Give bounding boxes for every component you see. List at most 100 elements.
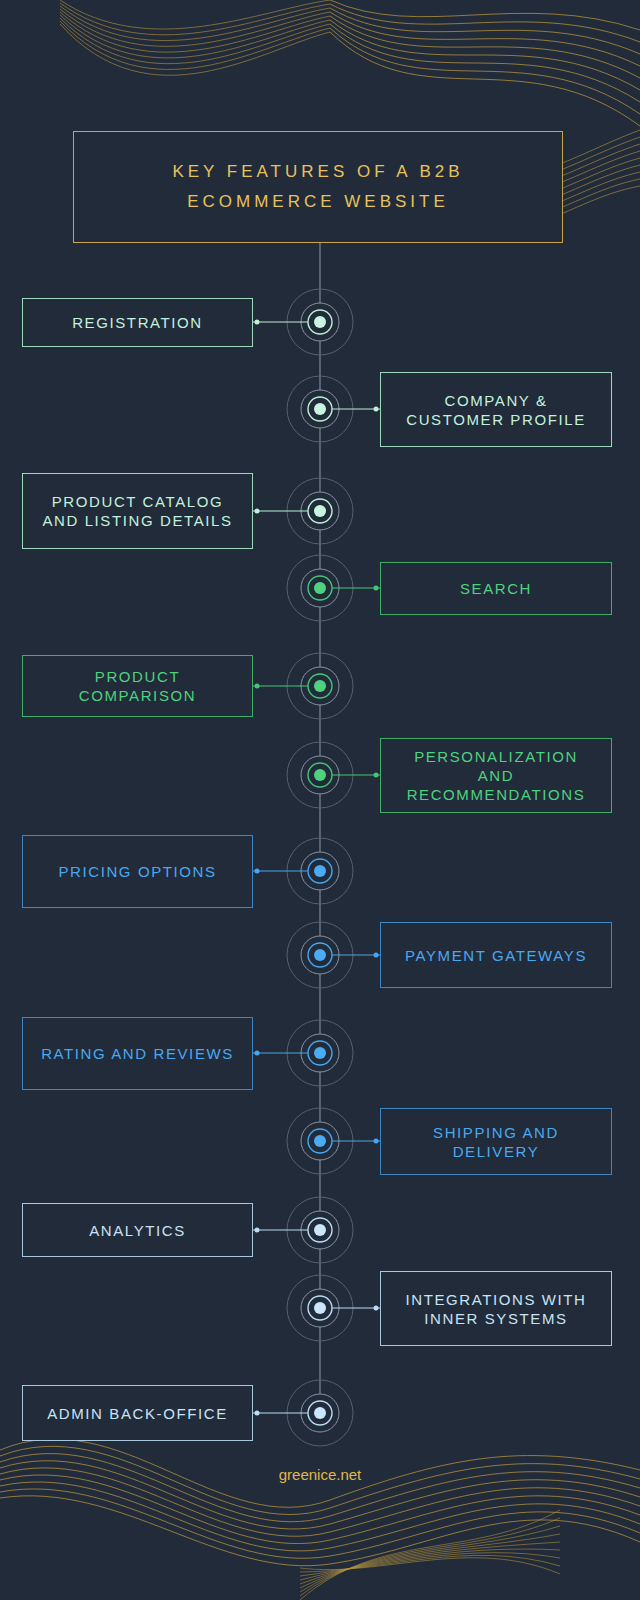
- leader-line: [332, 1141, 380, 1142]
- feature-box: COMPANY & CUSTOMER PROFILE: [380, 372, 612, 447]
- marker-dot: [314, 949, 326, 961]
- feature-box: PRODUCT CATALOG AND LISTING DETAILS: [22, 473, 253, 549]
- leader-dot: [255, 1411, 260, 1416]
- leader-dot: [255, 320, 260, 325]
- leader-dot: [374, 407, 379, 412]
- wave-line: [300, 1549, 560, 1580]
- feature-label: REGISTRATION: [72, 313, 203, 332]
- leader-dot: [374, 953, 379, 958]
- feature-label: PERSONALIZATION AND RECOMMENDATIONS: [398, 747, 594, 804]
- marker-dot: [314, 582, 326, 594]
- feature-box: PAYMENT GATEWAYS: [380, 922, 612, 988]
- leader-dot: [255, 1228, 260, 1233]
- feature-label: RATING AND REVIEWS: [41, 1044, 234, 1063]
- wave-line: [300, 1558, 560, 1574]
- title-box: KEY FEATURES OF A B2B ECOMMERCE WEBSITE: [73, 131, 563, 243]
- wave-line: [300, 1526, 560, 1592]
- marker-dot: [314, 680, 326, 692]
- wave-line: [0, 1489, 640, 1558]
- feature-box: RATING AND REVIEWS: [22, 1017, 253, 1090]
- marker-dot: [314, 1224, 326, 1236]
- wave-line: [0, 1482, 640, 1551]
- leader-line: [253, 1053, 308, 1054]
- leader-line: [253, 511, 308, 512]
- marker-dot: [314, 1135, 326, 1147]
- leader-dot: [374, 773, 379, 778]
- feature-box: SEARCH: [380, 562, 612, 615]
- inner-ring: [308, 397, 332, 421]
- feature-box: INTEGRATIONS WITH INNER SYSTEMS: [380, 1271, 612, 1346]
- feature-box: SHIPPING AND DELIVERY: [380, 1108, 612, 1175]
- feature-label: ADMIN BACK-OFFICE: [47, 1404, 228, 1423]
- wave-line: [330, 4, 640, 42]
- feature-box: PRICING OPTIONS: [22, 835, 253, 908]
- leader-line: [253, 322, 308, 323]
- wave-line: [300, 1534, 560, 1588]
- leader-line: [332, 588, 380, 589]
- feature-box: ANALYTICS: [22, 1203, 253, 1257]
- leader-dot: [255, 509, 260, 514]
- leader-dot: [374, 586, 379, 591]
- feature-label: PRODUCT COMPARISON: [40, 667, 236, 705]
- leader-dot: [374, 1139, 379, 1144]
- marker-dot: [314, 769, 326, 781]
- inner-ring: [308, 763, 332, 787]
- wave-line: [330, 32, 640, 126]
- inner-ring: [308, 1129, 332, 1153]
- leader-line: [332, 775, 380, 776]
- footer-watermark: greenice.net: [220, 1466, 420, 1483]
- leader-line: [253, 871, 308, 872]
- wave-line: [60, 24, 330, 75]
- feature-label: SEARCH: [460, 579, 532, 598]
- inner-ring: [308, 1296, 332, 1320]
- leader-line: [253, 1413, 308, 1414]
- inner-ring: [308, 576, 332, 600]
- wave-line: [0, 1461, 640, 1529]
- inner-ring: [308, 674, 332, 698]
- marker-dot: [314, 1407, 326, 1419]
- feature-box: REGISTRATION: [22, 298, 253, 347]
- feature-label: PRICING OPTIONS: [58, 862, 216, 881]
- inner-ring: [308, 859, 332, 883]
- wave-line: [0, 1496, 640, 1566]
- marker-dot: [314, 505, 326, 517]
- wave-line: [60, 6, 330, 41]
- feature-box: PRODUCT COMPARISON: [22, 655, 253, 717]
- inner-ring: [308, 1218, 332, 1242]
- marker-dot: [314, 1047, 326, 1059]
- inner-ring: [308, 943, 332, 967]
- inner-ring: [308, 310, 332, 334]
- leader-line: [332, 1308, 380, 1309]
- wave-line: [330, 24, 640, 102]
- marker-dot: [314, 316, 326, 328]
- feature-label: SHIPPING AND DELIVERY: [398, 1123, 594, 1161]
- marker-dot: [314, 1302, 326, 1314]
- feature-box: ADMIN BACK-OFFICE: [22, 1385, 253, 1441]
- feature-label: COMPANY & CUSTOMER PROFILE: [398, 391, 594, 429]
- inner-ring: [308, 499, 332, 523]
- inner-ring: [308, 1401, 332, 1425]
- feature-label: INTEGRATIONS WITH INNER SYSTEMS: [398, 1290, 594, 1328]
- wave-line: [300, 1510, 560, 1600]
- inner-ring: [308, 1041, 332, 1065]
- wave-line: [60, 3, 330, 35]
- feature-label: ANALYTICS: [89, 1221, 186, 1240]
- leader-dot: [255, 684, 260, 689]
- leader-line: [332, 955, 380, 956]
- leader-line: [253, 686, 308, 687]
- leader-dot: [255, 1051, 260, 1056]
- feature-label: PRODUCT CATALOG AND LISTING DETAILS: [40, 492, 236, 530]
- wave-line: [300, 1553, 560, 1576]
- leader-dot: [255, 869, 260, 874]
- feature-label: PAYMENT GATEWAYS: [405, 946, 587, 965]
- leader-dot: [374, 1306, 379, 1311]
- marker-dot: [314, 403, 326, 415]
- leader-line: [253, 1230, 308, 1231]
- marker-dot: [314, 865, 326, 877]
- wave-line: [0, 1439, 640, 1507]
- title-text: KEY FEATURES OF A B2B ECOMMERCE WEBSITE: [98, 157, 538, 217]
- wave-line: [330, 28, 640, 114]
- leader-line: [332, 409, 380, 410]
- wave-line: [0, 1475, 640, 1544]
- feature-box: PERSONALIZATION AND RECOMMENDATIONS: [380, 738, 612, 813]
